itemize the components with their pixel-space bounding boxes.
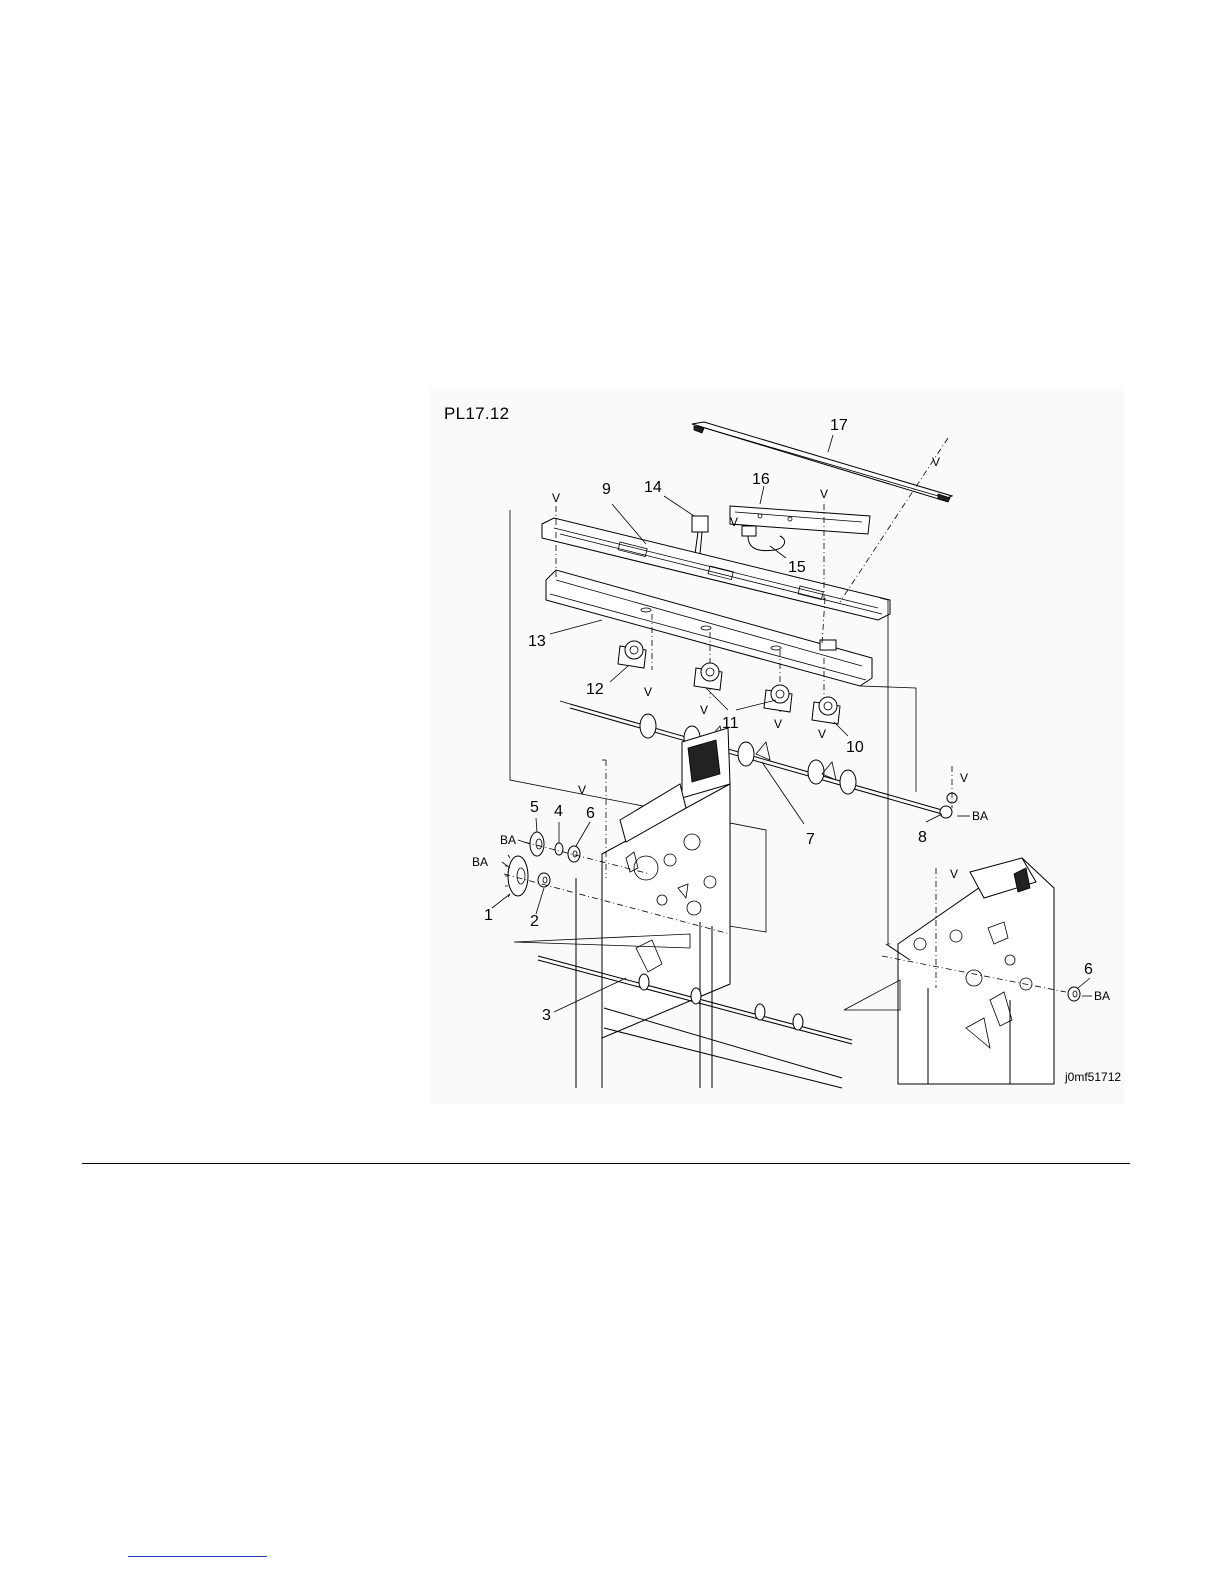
tag-v: V: [700, 703, 708, 717]
tag-v: V: [818, 727, 826, 741]
part-5-gear: [530, 832, 544, 856]
footer-link-underline[interactable]: [128, 1556, 267, 1557]
callout-7: 7: [806, 831, 815, 848]
part-4-washer: [555, 843, 563, 855]
part-11-roller-right: [764, 685, 792, 712]
tag-v: V: [960, 771, 968, 785]
part-7-shaft: [560, 701, 942, 814]
part-6-bearing-left: [568, 846, 580, 862]
parts-diagram: 17 16 14 9 15 13 12 11 10 7 8 5 4 6 1 2 …: [430, 388, 1124, 1105]
callout-2: 2: [530, 913, 539, 930]
part-8-bearing: [940, 766, 957, 818]
part-11-roller-left: [694, 663, 722, 690]
callout-12: 12: [586, 681, 604, 698]
callout-17: 17: [830, 417, 848, 434]
part-14-sensor: [692, 516, 708, 554]
tag-v: V: [932, 455, 940, 469]
callout-8: 8: [918, 829, 927, 846]
callout-1: 1: [484, 907, 493, 924]
tag-ba: BA: [472, 855, 488, 869]
callout-10: 10: [846, 739, 864, 756]
callout-14: 14: [644, 479, 662, 496]
tag-ba: BA: [1094, 989, 1110, 1003]
tag-v: V: [578, 783, 586, 797]
part-10-roller: [812, 697, 840, 724]
image-code: j0mf51712: [1065, 1070, 1121, 1084]
right-side-frame: [844, 858, 1054, 1084]
callout-4: 4: [554, 803, 563, 820]
callout-11: 11: [722, 715, 739, 732]
tag-ba: BA: [500, 833, 516, 847]
exploded-view-drawing: 17 16 14 9 15 13 12 11 10 7 8 5 4 6 1 2 …: [430, 388, 1124, 1105]
part-1-gear: [505, 855, 528, 897]
callout-6-right: 6: [1084, 961, 1093, 978]
plate-title: PL17.12: [444, 404, 509, 424]
part-15-harness: [742, 526, 785, 551]
tag-v: V: [774, 717, 782, 731]
callout-9: 9: [602, 481, 611, 498]
tag-v: V: [552, 491, 560, 505]
left-side-frame: [576, 728, 842, 1088]
callout-3: 3: [542, 1007, 551, 1024]
tag-v: V: [644, 685, 652, 699]
callout-13: 13: [528, 633, 546, 650]
part-12-roller: [618, 641, 646, 668]
callout-6-left: 6: [586, 805, 595, 822]
tag-v: V: [730, 515, 738, 529]
callout-16: 16: [752, 471, 770, 488]
callout-5: 5: [530, 799, 539, 816]
callout-15: 15: [788, 559, 806, 576]
tag-v: V: [820, 487, 828, 501]
footer-divider: [82, 1163, 1130, 1164]
tag-v: V: [950, 867, 958, 881]
tag-ba: BA: [972, 809, 988, 823]
